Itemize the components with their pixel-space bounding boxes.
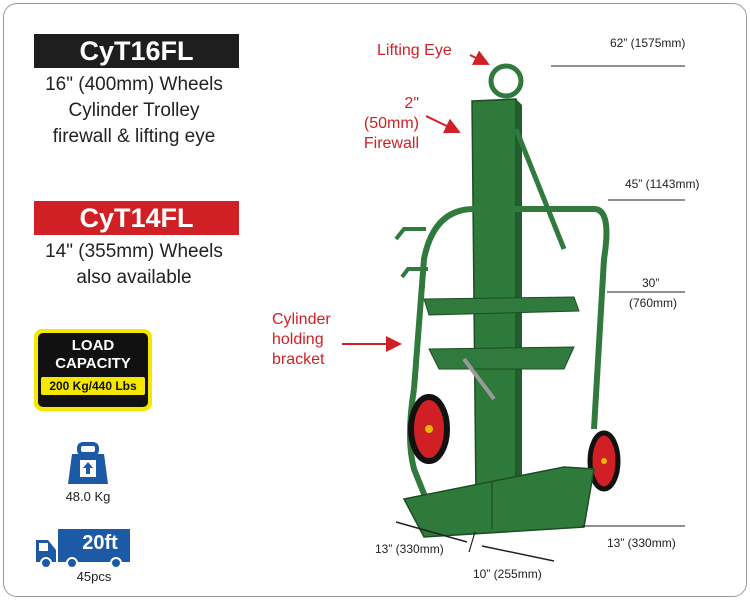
model-title-secondary: CyT14FL [34,201,239,235]
load-label: LOAD [71,337,115,354]
callout-firewall: 2" (50mm) Firewall [363,95,419,152]
load-value: 200 Kg/440 Lbs [41,377,145,395]
desc-line: 14" (355mm) Wheels [45,241,223,262]
model-description-primary: 16" (400mm) Wheels Cylinder Trolley fire… [14,72,254,150]
product-card: CyT16FL 16" (400mm) Wheels Cylinder Trol… [3,3,747,597]
weight-value: 48.0 Kg [65,489,111,504]
dim-firewall-height: 45” (1143mm) [625,177,700,191]
desc-line: 16" (400mm) Wheels [45,74,223,95]
model-title-primary: CyT16FL [34,34,239,68]
callout-cylinder-bracket: Cylinder holding bracket [272,311,331,368]
dim-mid-height-mm: (760mm) [629,296,678,310]
weight-icon [68,442,108,484]
dim-width-right: 10” (255mm) [473,567,542,581]
container-size: 20ft [82,532,118,554]
dim-base-height: 13” (330mm) [607,536,676,550]
cylinder-trolley-image [394,63,621,538]
capacity-label: CAPACITY [55,355,131,372]
container-quantity: 45pcs [76,569,112,584]
desc-line: firewall & lifting eye [52,126,216,147]
model-description-secondary: 14" (355mm) Wheels also available [14,239,254,291]
load-capacity-badge: LOAD CAPACITY 200 Kg/440 Lbs [34,329,152,411]
dim-total-height: 62” (1575mm) [610,36,686,50]
desc-line: Cylinder Trolley [68,100,200,121]
dim-mid-height: 30” [642,276,660,290]
dim-width-left: 13” (330mm) [375,542,444,556]
truck-icon [36,529,130,568]
desc-line: also available [76,267,192,288]
callout-lifting-eye: Lifting Eye [377,42,452,59]
